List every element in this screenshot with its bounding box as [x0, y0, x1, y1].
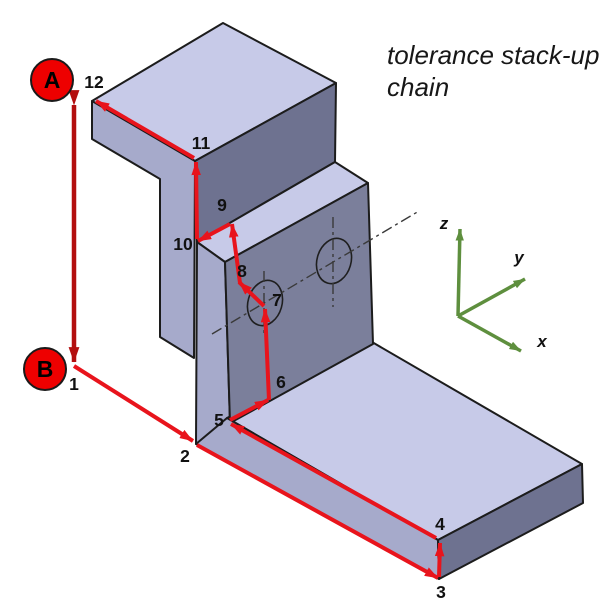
diagram-title-line1: tolerance stack-up — [387, 40, 599, 70]
chain-segment-1-2 — [72, 364, 195, 443]
datum-a-label: A — [44, 67, 61, 93]
chain-segment-5-6 — [229, 398, 269, 422]
chain-point-label-5: 5 — [214, 410, 224, 430]
z-axis-arrow — [455, 228, 464, 317]
chain-point-label-2: 2 — [180, 446, 190, 466]
y-axis-label: y — [513, 248, 525, 267]
chain-point-label-10: 10 — [173, 234, 193, 254]
right-hole — [315, 237, 353, 285]
chain-point-label-11: 11 — [192, 133, 211, 153]
chain-segment-2-3 — [196, 443, 439, 580]
chain-point-label-8: 8 — [237, 261, 247, 281]
chain-point-label-7: 7 — [272, 290, 282, 310]
datum-a-badge — [30, 58, 74, 102]
chain-point-label-3: 3 — [436, 582, 446, 602]
diagram-title-line2: chain — [387, 72, 449, 102]
holes-axis-centerline — [211, 210, 420, 335]
chain-point-label-1: 1 — [69, 374, 79, 394]
chain-segment-6-7 — [260, 308, 271, 401]
chain-point-label-9: 9 — [217, 195, 227, 215]
datum-b-badge — [23, 347, 67, 391]
chain-segment-3-4 — [434, 542, 445, 578]
y-axis-arrow — [457, 277, 526, 318]
chain-segment-10-11 — [191, 161, 201, 240]
z-axis-label: z — [439, 214, 449, 233]
chain-segment-11-12 — [94, 99, 196, 160]
chain-segment-7-8 — [237, 280, 266, 308]
chain-segment-4-5 — [230, 422, 437, 540]
chain-segment-9-10 — [197, 222, 231, 243]
chain-segment-8-9 — [229, 223, 242, 284]
datum-b-label: B — [37, 356, 54, 382]
x-axis-arrow — [457, 314, 522, 353]
chain-point-label-4: 4 — [435, 514, 445, 534]
x-axis-label: x — [536, 332, 548, 351]
chain-point-label-6: 6 — [276, 372, 286, 392]
wall-front-face-with-holes — [224, 182, 374, 424]
chain-point-label-12: 12 — [84, 72, 104, 92]
left-hole — [246, 279, 284, 327]
